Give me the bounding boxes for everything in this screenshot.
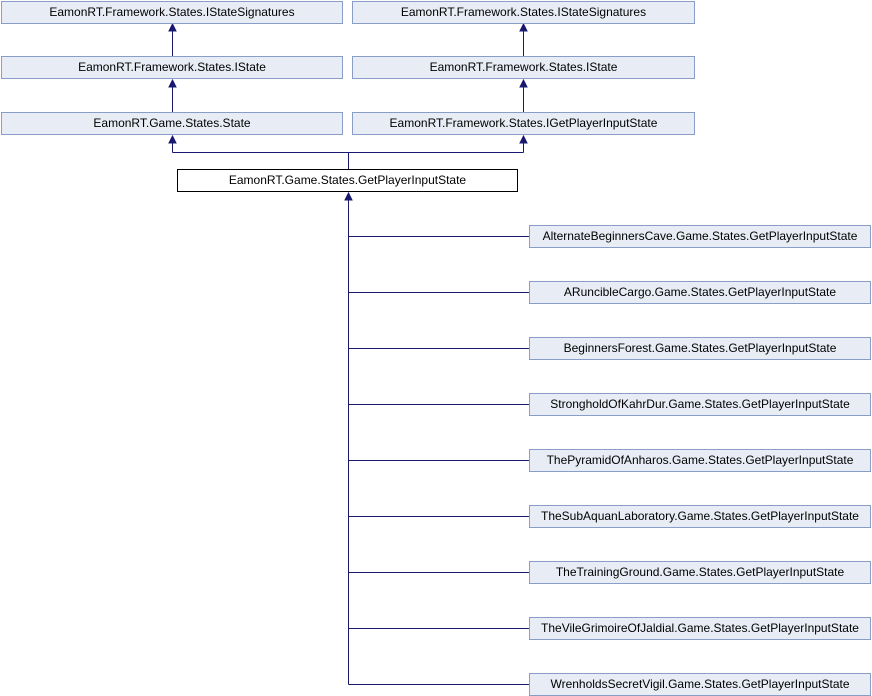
arrowhead-icon xyxy=(168,22,177,32)
arrowhead-icon xyxy=(344,191,353,201)
node-focus-getplayerinputstate: EamonRT.Game.States.GetPlayerInputState xyxy=(177,169,518,192)
node-state[interactable]: EamonRT.Game.States.State xyxy=(1,112,343,135)
node-igetplayerinputstate[interactable]: EamonRT.Framework.States.IGetPlayerInput… xyxy=(352,112,695,135)
node-derived-thetrainingground[interactable]: TheTrainingGround.Game.States.GetPlayerI… xyxy=(529,561,871,584)
node-istate-left[interactable]: EamonRT.Framework.States.IState xyxy=(1,56,343,79)
node-derived-beginnersforest[interactable]: BeginnersForest.Game.States.GetPlayerInp… xyxy=(529,337,871,360)
arrowhead-icon xyxy=(168,78,177,88)
node-derived-aruncible-cargo[interactable]: ARuncibleCargo.Game.States.GetPlayerInpu… xyxy=(529,281,871,304)
arrowhead-icon xyxy=(519,78,528,88)
node-derived-alternatebeginnerscave[interactable]: AlternateBeginnersCave.Game.States.GetPl… xyxy=(529,225,871,248)
edge-focus-to-parents xyxy=(172,141,524,169)
node-derived-thepyramidofanharos[interactable]: ThePyramidOfAnharos.Game.States.GetPlaye… xyxy=(529,449,871,472)
node-istate-right[interactable]: EamonRT.Framework.States.IState xyxy=(352,56,695,79)
node-derived-wrenholdssecretvigil[interactable]: WrenholdsSecretVigil.Game.States.GetPlay… xyxy=(529,673,871,696)
node-istatesignatures-right[interactable]: EamonRT.Framework.States.IStateSignature… xyxy=(352,1,695,24)
arrowhead-icon xyxy=(519,22,528,32)
arrowhead-icon xyxy=(168,134,177,144)
node-derived-strongholdofkahrdur[interactable]: StrongholdOfKahrDur.Game.States.GetPlaye… xyxy=(529,393,871,416)
node-derived-thesubaquanlaboratory[interactable]: TheSubAquanLaboratory.Game.States.GetPla… xyxy=(529,505,871,528)
arrowhead-icon xyxy=(519,134,528,144)
node-istatesignatures-left[interactable]: EamonRT.Framework.States.IStateSignature… xyxy=(1,1,343,24)
node-derived-thevilegrimoireofjaldial[interactable]: TheVileGrimoireOfJaldial.Game.States.Get… xyxy=(529,617,871,640)
